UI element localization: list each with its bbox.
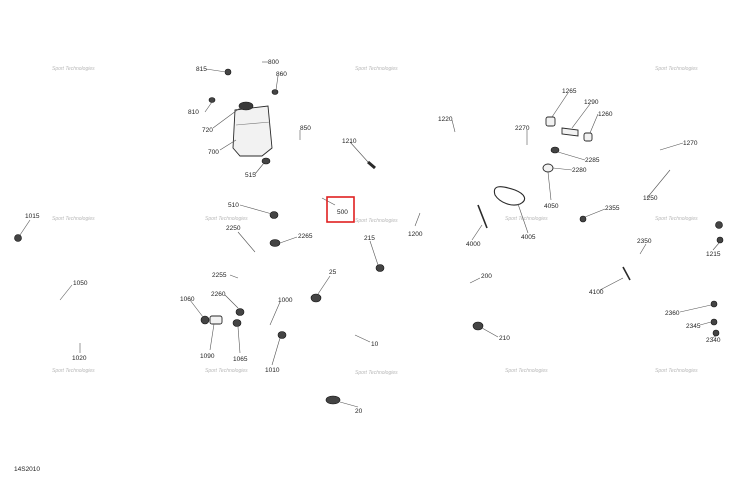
label-815: 815 (196, 66, 207, 73)
label-2265: 2265 (298, 233, 313, 240)
label-1260: 1260 (598, 111, 613, 118)
label-1220: 1220 (438, 116, 453, 123)
watermark: Sport Technologies (355, 370, 398, 376)
label-810: 810 (188, 109, 199, 116)
label-1065: 1065 (233, 356, 248, 363)
label-1200: 1200 (408, 231, 423, 238)
label-500: 500 (337, 209, 348, 216)
watermark: Sport Technologies (655, 368, 698, 374)
watermark: Sport Technologies (505, 368, 548, 374)
label-4050: 4050 (544, 203, 559, 210)
label-700: 700 (208, 149, 219, 156)
label-2350: 2350 (637, 238, 652, 245)
label-2355: 2355 (605, 205, 620, 212)
label-1050: 1050 (73, 280, 88, 287)
label-1000: 1000 (278, 297, 293, 304)
label-25: 25 (329, 269, 337, 276)
label-2270: 2270 (515, 125, 530, 132)
watermark: Sport Technologies (655, 216, 698, 222)
label-2250: 2250 (226, 225, 241, 232)
label-200: 200 (481, 273, 492, 280)
watermark: Sport Technologies (355, 66, 398, 72)
label-1015: 1015 (25, 213, 40, 220)
label-515: 515 (245, 172, 256, 179)
label-215: 215 (364, 235, 375, 242)
watermark: Sport Technologies (52, 216, 95, 222)
label-4100: 4100 (589, 289, 604, 296)
part-labels: 815 800 860 810 720 700 850 515 1210 122… (25, 59, 721, 415)
coolant-tank (232, 105, 273, 157)
label-1270: 1270 (683, 140, 698, 147)
label-510: 510 (228, 202, 239, 209)
label-1010: 1010 (265, 367, 280, 374)
label-720: 720 (202, 127, 213, 134)
label-2260: 2260 (211, 291, 226, 298)
label-4000: 4000 (466, 241, 481, 248)
hoses (11, 53, 720, 377)
label-1290: 1290 (584, 99, 599, 106)
label-2340: 2340 (706, 337, 721, 344)
label-1215: 1215 (706, 251, 721, 258)
label-1250: 1250 (643, 195, 658, 202)
highlight-box (326, 196, 355, 223)
label-1020: 1020 (72, 355, 87, 362)
watermark: Sport Technologies (505, 216, 548, 222)
watermarks: Sport Technologies Sport Technologies Sp… (52, 66, 698, 376)
leader-lines (19, 61, 720, 408)
figure-code: 14S2010 (14, 466, 40, 473)
label-10: 10 (371, 341, 379, 348)
label-2280: 2280 (572, 167, 587, 174)
watermark: Sport Technologies (205, 216, 248, 222)
label-800: 800 (268, 59, 279, 66)
label-1060: 1060 (180, 296, 195, 303)
label-1265: 1265 (562, 88, 577, 95)
label-4005: 4005 (521, 234, 536, 241)
label-1210: 1210 (342, 138, 357, 145)
label-2360: 2360 (665, 310, 680, 317)
tank-cap (238, 101, 254, 111)
watermark: Sport Technologies (355, 218, 398, 224)
label-850: 850 (300, 125, 311, 132)
label-210: 210 (499, 335, 510, 342)
label-1090: 1090 (200, 353, 215, 360)
label-2345: 2345 (686, 323, 701, 330)
watermark: Sport Technologies (655, 66, 698, 72)
watermark: Sport Technologies (205, 368, 248, 374)
label-2255: 2255 (212, 272, 227, 279)
watermark: Sport Technologies (52, 368, 95, 374)
watermark: Sport Technologies (52, 66, 95, 72)
label-860: 860 (276, 71, 287, 78)
label-20: 20 (355, 408, 363, 415)
label-2285: 2285 (585, 157, 600, 164)
